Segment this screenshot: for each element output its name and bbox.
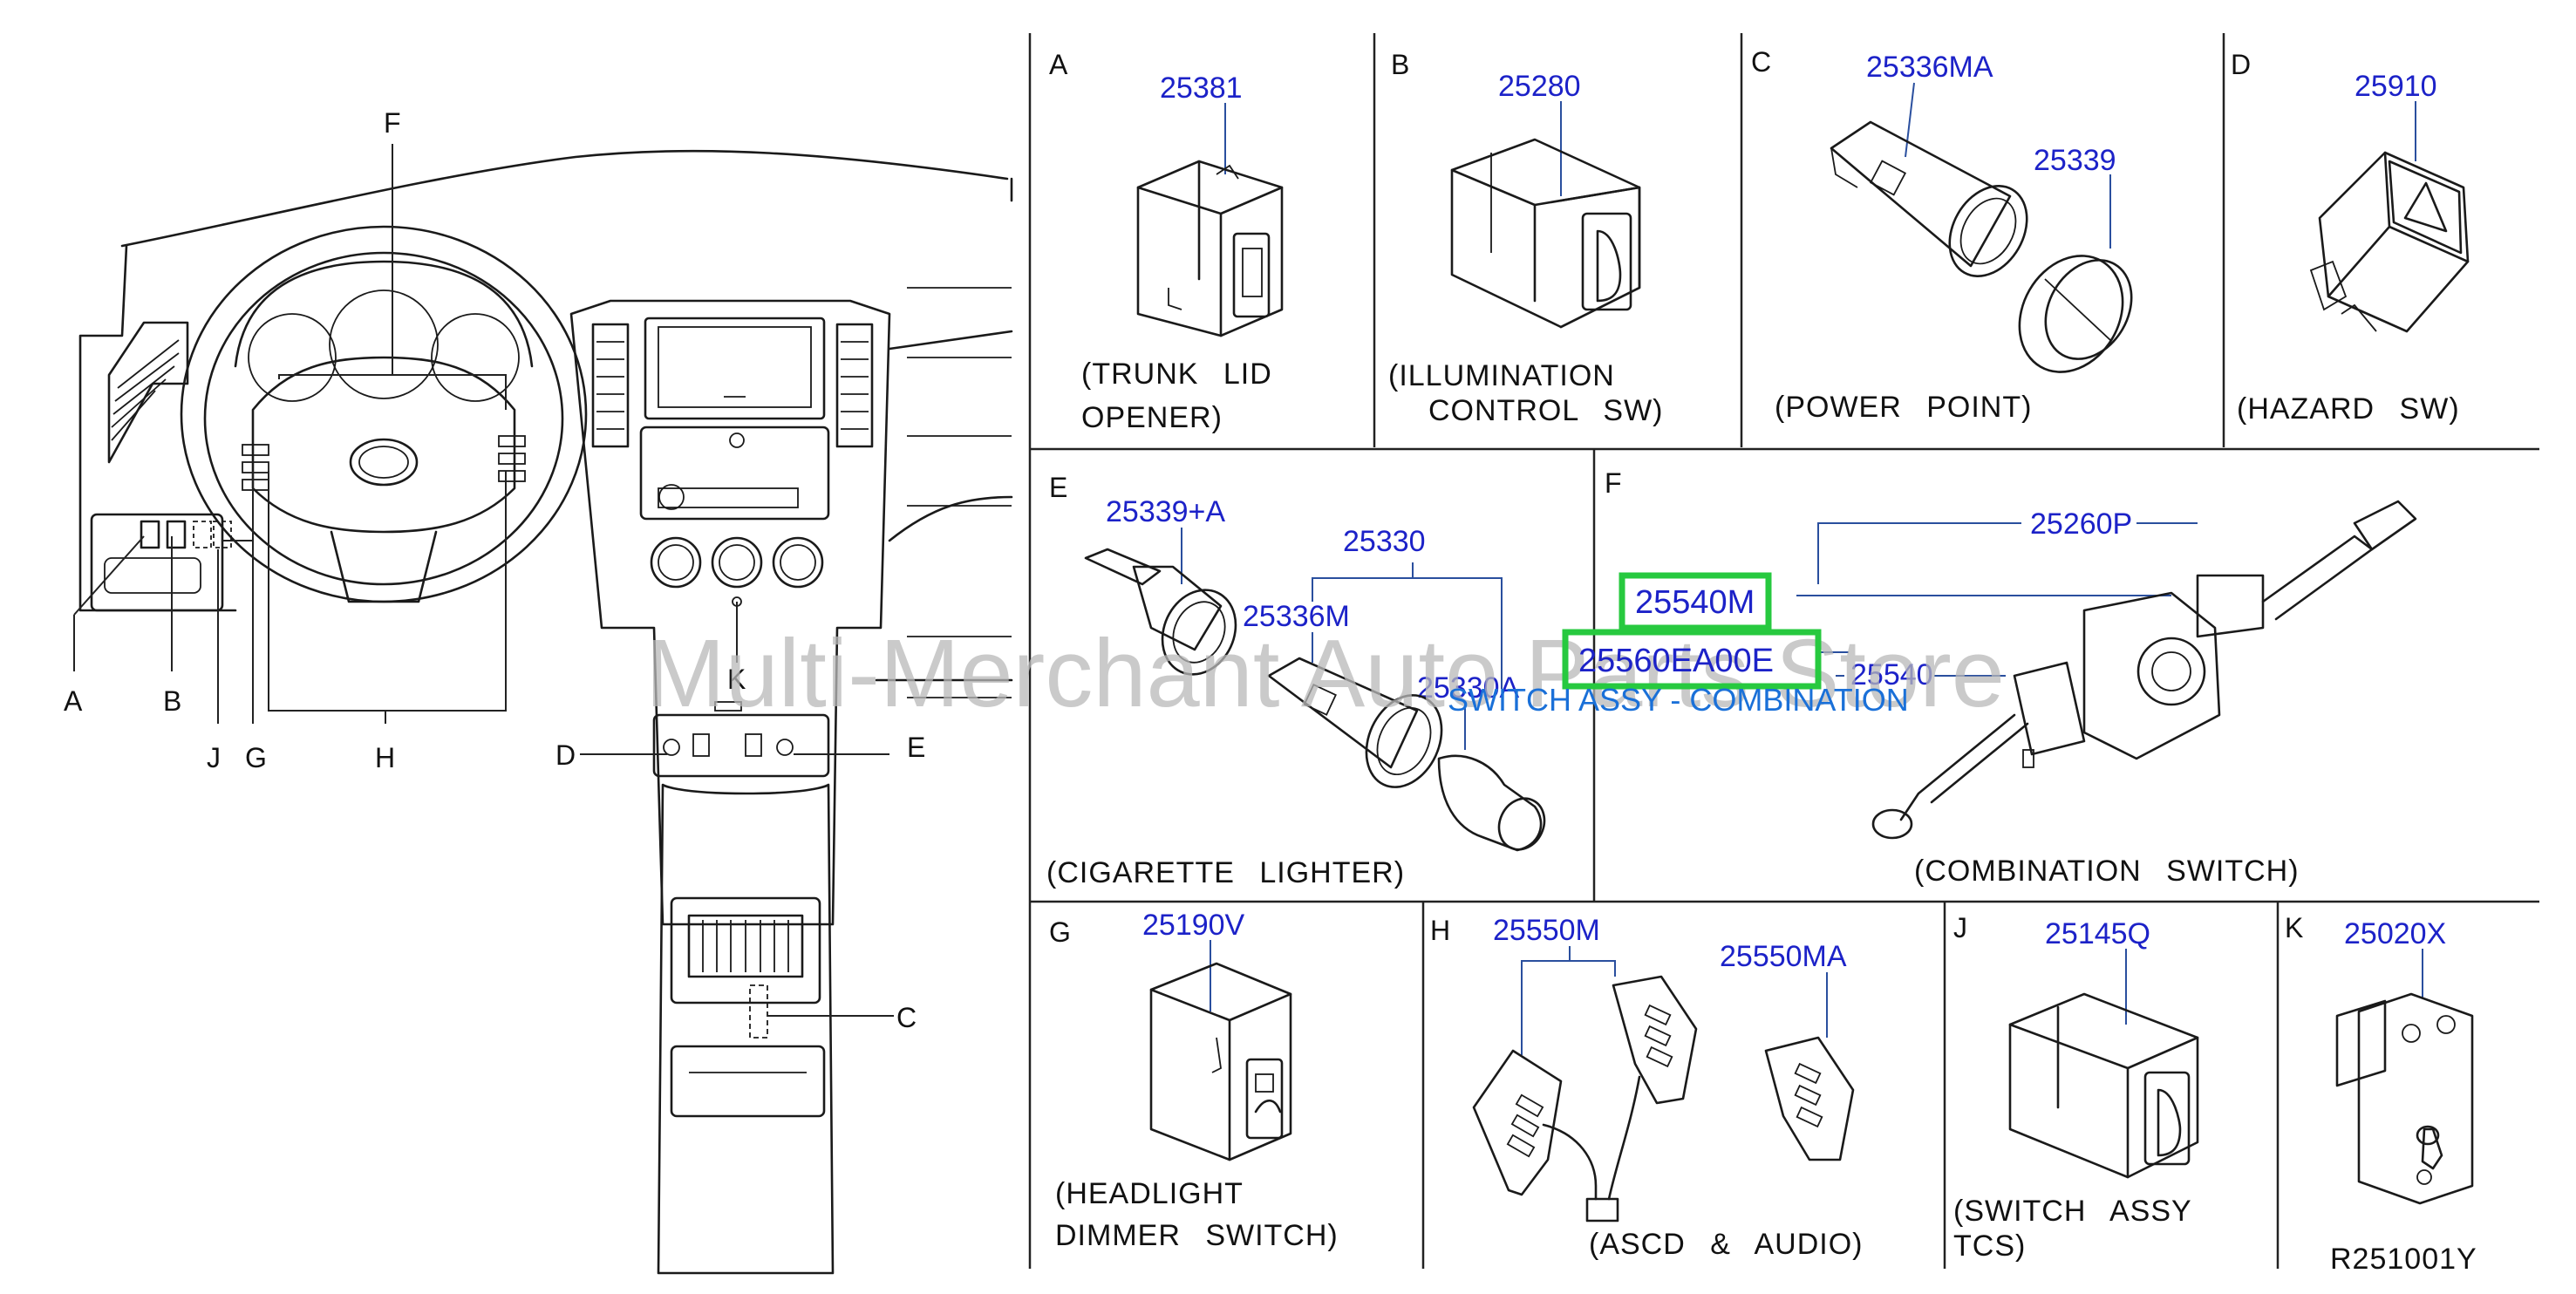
- panel-d-letter: D: [2231, 49, 2251, 80]
- panel-a-letter: A: [1049, 49, 1068, 80]
- overview-label-b: B: [163, 685, 181, 717]
- panel-j-letter: J: [1953, 912, 1967, 943]
- panel-d: D 25910 (HAZARD SW): [2231, 49, 2470, 426]
- overview-letter-labels: F A B J G H D E C K: [64, 107, 925, 1033]
- panel-g-caption-line1: (HEADLIGHT: [1055, 1177, 1244, 1210]
- part-number-25540m: 25540M: [1635, 584, 1755, 621]
- part-number-25190v: 25190V: [1142, 909, 1245, 942]
- cigarette-lighter-drawing: [1084, 548, 1546, 852]
- overview-label-j: J: [207, 742, 221, 773]
- panel-h-letter: H: [1430, 915, 1450, 946]
- part-number-25339: 25339: [2034, 144, 2116, 177]
- overview-leaders: [73, 144, 894, 1017]
- part-number-25540: 25540: [1850, 658, 1933, 691]
- overview-label-a: A: [64, 685, 83, 717]
- ascd-audio-switch-drawing: [1472, 975, 1855, 1222]
- part-number-25260p: 25260P: [2030, 507, 2132, 541]
- part-number-25145q: 25145Q: [2045, 917, 2150, 950]
- overview-label-e: E: [907, 732, 925, 763]
- panel-e-letter: E: [1049, 472, 1067, 503]
- overview-label-h: H: [375, 742, 395, 773]
- panel-k-letter: K: [2285, 912, 2303, 943]
- part-description: SWITCH ASSY - COMBINATION: [1448, 682, 1909, 718]
- panel-e-caption: (CIGARETTE LIGHTER): [1046, 856, 1405, 889]
- panel-k: K 25020X R251001Y: [2285, 912, 2477, 1276]
- part-number-25280: 25280: [1498, 70, 1581, 103]
- sensor-switch-drawing: [2335, 992, 2474, 1205]
- part-number-25381: 25381: [1160, 72, 1243, 105]
- overview-label-c: C: [896, 1002, 917, 1033]
- watermark: Multi-Merchant Auto Parts Store: [645, 620, 2005, 727]
- headlight-dimmer-switch-drawing: [1149, 962, 1292, 1161]
- tcs-switch-drawing: [2008, 992, 2199, 1179]
- panel-e: E 25339+A 25330 25336M 25330A (CIGARETTE…: [1046, 472, 1546, 889]
- highlight-box-25560ea00e: [1562, 629, 1822, 690]
- overview-label-f: F: [384, 107, 401, 139]
- panel-b-letter: B: [1391, 49, 1409, 80]
- part-number-25020x: 25020X: [2344, 917, 2446, 950]
- panel-g-letter: G: [1049, 916, 1071, 948]
- panel-f-caption: (COMBINATION SWITCH): [1914, 855, 2300, 888]
- panel-f-highlights: 25540M 25560EA00E SWITCH ASSY - COMBINAT…: [1448, 572, 1909, 718]
- panel-j-caption-line2: TCS): [1953, 1229, 2026, 1263]
- panel-f-letter: F: [1605, 467, 1622, 499]
- panel-f: F 25260P 25540 (COMBINATION SWITCH): [1605, 467, 2417, 888]
- trunk-lid-switch-drawing: [1136, 160, 1284, 337]
- panel-b: B 25280 (ILLUMINATION CONTROL SW): [1388, 49, 1664, 427]
- panel-h: H 25550M 25550MA (ASCD & AUDIO): [1430, 914, 1863, 1261]
- panel-c: C 25336MA 25339 (POWER POINT): [1751, 46, 2133, 424]
- dashboard-overview: [78, 149, 1013, 1275]
- panel-g: G 25190V (HEADLIGHT DIMMER SWITCH): [1049, 909, 1339, 1252]
- power-point-drawing: [1830, 120, 2133, 373]
- panel-a-caption-line2: OPENER): [1081, 401, 1223, 434]
- panel-a-caption-line1: (TRUNK LID: [1081, 358, 1272, 391]
- panel-grid: [1028, 33, 2539, 1269]
- overview-label-d: D: [555, 739, 576, 771]
- part-number-25560ea00e: 25560EA00E: [1578, 643, 1774, 679]
- part-number-25339-a: 25339+A: [1106, 495, 1225, 528]
- panel-d-caption: (HAZARD SW): [2237, 392, 2460, 426]
- illumination-control-switch-drawing: [1450, 138, 1641, 329]
- part-number-25330: 25330: [1343, 525, 1426, 558]
- panel-b-caption-line2: CONTROL SW): [1428, 394, 1664, 427]
- overview-label-g: G: [245, 742, 267, 773]
- panel-c-caption: (POWER POINT): [1775, 391, 2032, 424]
- panel-c-letter: C: [1751, 46, 1771, 78]
- diagram-code: R251001Y: [2330, 1243, 2477, 1276]
- hazard-switch-drawing: [2309, 151, 2470, 333]
- panel-j-caption-line1: (SWITCH ASSY: [1953, 1195, 2192, 1228]
- panel-g-caption-line2: DIMMER SWITCH): [1055, 1219, 1339, 1252]
- part-number-25550m: 25550M: [1493, 914, 1600, 947]
- overview-label-k: K: [727, 664, 746, 695]
- panel-a: A 25381 (TRUNK LID OPENER): [1049, 49, 1284, 434]
- part-number-25336ma: 25336MA: [1866, 51, 1993, 84]
- panel-b-caption-line1: (ILLUMINATION: [1388, 359, 1615, 392]
- highlight-box-25540m: [1619, 572, 1772, 631]
- part-number-25336m: 25336M: [1243, 600, 1350, 633]
- combination-switch-drawing: [1871, 500, 2417, 840]
- panel-h-caption: (ASCD & AUDIO): [1589, 1228, 1863, 1261]
- part-number-25910: 25910: [2355, 70, 2437, 103]
- part-number-25550ma: 25550MA: [1720, 940, 1847, 973]
- panel-j: J 25145Q (SWITCH ASSY TCS): [1953, 912, 2199, 1263]
